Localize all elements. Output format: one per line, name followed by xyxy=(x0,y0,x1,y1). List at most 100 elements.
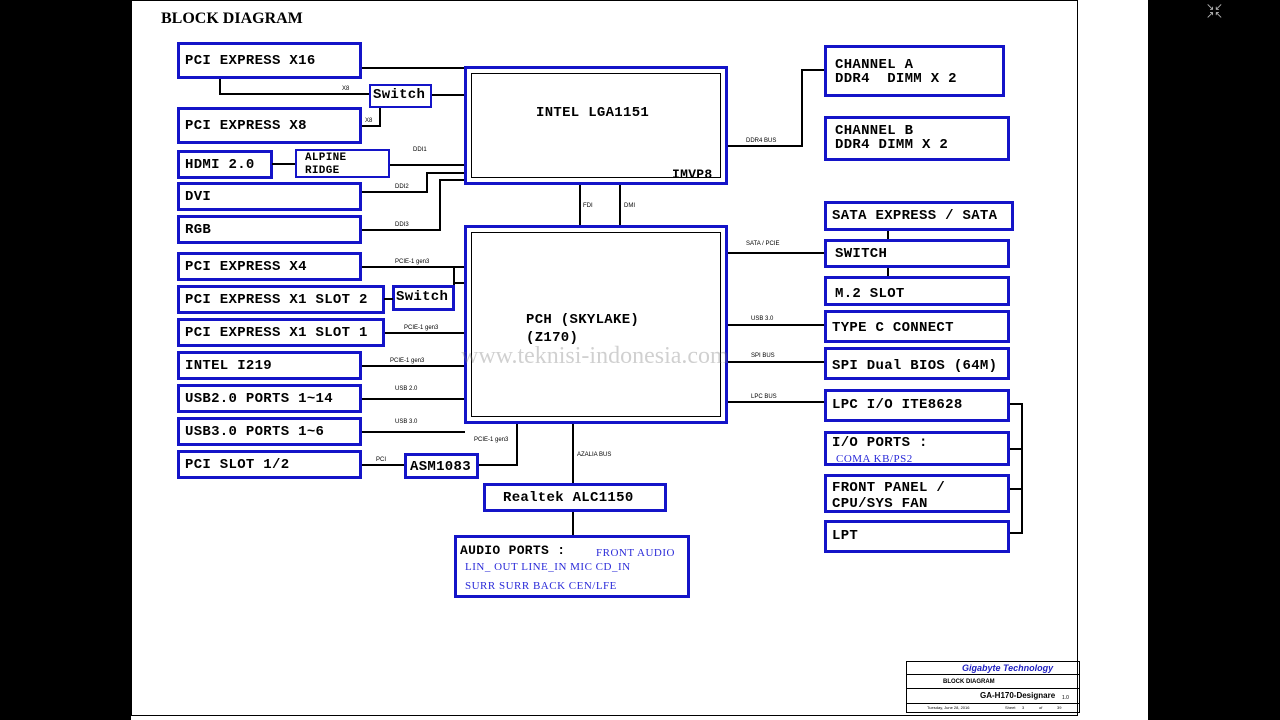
wire-audio xyxy=(572,511,574,536)
asm1083-block[interactable]: ASM1083 xyxy=(404,453,479,479)
pcie-x1-slot1-label: PCI EXPRESS X1 SLOT 1 xyxy=(185,325,368,341)
bus-label-pci: PCI xyxy=(376,457,387,463)
wire-spi xyxy=(727,361,825,363)
cpu-block[interactable]: INTEL LGA1151 IMVP8 xyxy=(464,66,728,185)
pci-slot-block[interactable]: PCI SLOT 1/2 xyxy=(177,450,362,479)
usb3-ports-block[interactable]: USB3.0 PORTS 1~6 xyxy=(177,417,362,446)
wire-ch-a xyxy=(801,69,825,71)
lpt-block[interactable]: LPT xyxy=(824,520,1010,553)
pcie-x8-block[interactable]: PCI EXPRESS X8 xyxy=(177,107,362,144)
intel-i219-label: INTEL I219 xyxy=(185,358,273,374)
wire-x16-down xyxy=(219,77,221,94)
bus-label-pcie-i219: PCIE-1 gen3 xyxy=(390,358,425,364)
sheet-date: Tuesday, June 28, 2016 xyxy=(927,705,970,710)
pch-model: (Z170) xyxy=(526,330,579,346)
spi-bios-block[interactable]: SPI Dual BIOS (64M) xyxy=(824,347,1010,380)
audio-ports-block[interactable]: AUDIO PORTS : FRONT AUDIO LIN_ OUT LINE_… xyxy=(454,535,690,598)
wire-x4 xyxy=(361,266,465,268)
wire-fp xyxy=(1009,488,1023,490)
spi-bios-label: SPI Dual BIOS (64M) xyxy=(832,358,998,374)
bus-label-ddi2: DDI2 xyxy=(395,184,409,190)
usb3-ports-label: USB3.0 PORTS 1~6 xyxy=(185,424,325,440)
bus-label-pcie-x4: PCIE-1 gen3 xyxy=(395,259,430,265)
wire-slot2-switch xyxy=(384,298,393,300)
audio-row2-label: LIN_ OUT LINE_IN MIC CD_IN xyxy=(465,561,631,573)
pch-block[interactable]: PCH (SKYLAKE) (Z170) xyxy=(464,225,728,424)
channel-b-block[interactable]: CHANNEL B DDR4 DIMM X 2 xyxy=(824,116,1010,161)
front-panel-block[interactable]: FRONT PANEL / CPU/SYS FAN xyxy=(824,474,1010,513)
revision: 1.0 xyxy=(1062,695,1069,701)
channel-b-dimm-label: DDR4 DIMM X 2 xyxy=(835,137,949,153)
wire-asm xyxy=(478,464,518,466)
wire-io xyxy=(1009,448,1023,450)
watermark: www.teknisi-indonesia.com xyxy=(461,343,729,369)
wire-sata-switch xyxy=(887,230,889,240)
bus-label-lpc: LPC BUS xyxy=(751,394,777,400)
audio-ports-heading: AUDIO PORTS : xyxy=(460,543,566,558)
bus-label-ddi3: DDI3 xyxy=(395,222,409,228)
front-panel-label: FRONT PANEL / xyxy=(832,480,946,496)
bus-label-azalia: AZALIA BUS xyxy=(577,452,612,458)
wire-hdmi-alpine xyxy=(272,163,296,165)
switch-mid-label: Switch xyxy=(396,289,449,305)
pcie-x4-block[interactable]: PCI EXPRESS X4 xyxy=(177,252,362,281)
io-ports-block[interactable]: I/O PORTS : COMA KB/PS2 xyxy=(824,431,1010,466)
wire-ddi3-cpu xyxy=(439,179,465,181)
schematic-sheet: BLOCK DIAGRAM X8 X8 DDI1 DDI2 DDI3 FDI D… xyxy=(131,0,1148,720)
lpc-io-label: LPC I/O ITE8628 xyxy=(832,397,963,413)
lpt-label: LPT xyxy=(832,528,859,544)
lpc-io-block[interactable]: LPC I/O ITE8628 xyxy=(824,389,1010,422)
fan-label: CPU/SYS FAN xyxy=(832,496,928,512)
pcie-x1-slot2-block[interactable]: PCI EXPRESS X1 SLOT 2 xyxy=(177,285,385,314)
dvi-block[interactable]: DVI xyxy=(177,182,362,211)
wire-sata xyxy=(727,252,825,254)
pcie-x4-label: PCI EXPRESS X4 xyxy=(185,259,307,275)
bus-label-spi: SPI BUS xyxy=(751,353,775,359)
rgb-block[interactable]: RGB xyxy=(177,215,362,244)
switch-top-block[interactable]: Switch xyxy=(369,84,432,108)
document-name: GA-H170-Designare xyxy=(980,691,1056,700)
realtek-codec-label: Realtek ALC1150 xyxy=(503,490,634,506)
wire-azalia xyxy=(572,423,574,483)
bus-label-usb30-right: USB 3.0 xyxy=(751,316,774,322)
m2-slot-block[interactable]: M.2 SLOT xyxy=(824,276,1010,306)
wire-switch-mid xyxy=(453,282,465,284)
pcie-x16-block[interactable]: PCI EXPRESS X16 xyxy=(177,42,362,79)
usb2-ports-block[interactable]: USB2.0 PORTS 1~14 xyxy=(177,384,362,413)
fullscreen-exit-icon[interactable]: ↘↙↗↖ xyxy=(1206,2,1223,21)
type-c-block[interactable]: TYPE C CONNECT xyxy=(824,310,1010,343)
pch-name: PCH (SKYLAKE) xyxy=(526,312,640,328)
wire-ddi2 xyxy=(361,191,427,193)
pcie-x1-slot1-block[interactable]: PCI EXPRESS X1 SLOT 1 xyxy=(177,318,385,347)
bus-label-pcie-asm: PCIE-1 gen3 xyxy=(474,437,509,443)
alpine-ridge-block[interactable]: ALPINE RIDGE xyxy=(295,149,390,178)
channel-a-label: CHANNEL A xyxy=(835,57,914,73)
wire-ddi2-up xyxy=(426,172,428,193)
pcie-x8-label: PCI EXPRESS X8 xyxy=(185,118,307,134)
bus-label-x8: X8 xyxy=(365,118,373,124)
bus-label-usb20: USB 2.0 xyxy=(395,386,418,392)
sheet-number: 3 xyxy=(1022,705,1025,710)
usb2-ports-label: USB2.0 PORTS 1~14 xyxy=(185,391,333,407)
bus-label-ddi1: DDI1 xyxy=(413,147,427,153)
switch-mid-block[interactable]: Switch xyxy=(392,285,455,311)
channel-a-block[interactable]: CHANNEL A DDR4 DIMM X 2 xyxy=(824,45,1005,97)
sheet-of: of xyxy=(1039,705,1043,710)
bus-label-usb30-left: USB 3.0 xyxy=(395,419,418,425)
wire-switch-cpu xyxy=(431,94,465,96)
hdmi-block[interactable]: HDMI 2.0 xyxy=(177,150,273,179)
wire-ddi3 xyxy=(361,229,441,231)
pci-slot-label: PCI SLOT 1/2 xyxy=(185,457,290,473)
wire-ddr4-v xyxy=(801,69,803,147)
realtek-codec-block[interactable]: Realtek ALC1150 xyxy=(483,483,667,512)
sata-switch-block[interactable]: SWITCH xyxy=(824,239,1010,268)
wire-usb30 xyxy=(727,324,825,326)
intel-i219-block[interactable]: INTEL I219 xyxy=(177,351,362,380)
wire-pci xyxy=(361,464,405,466)
sata-block[interactable]: SATA EXPRESS / SATA xyxy=(824,201,1014,231)
pcie-x1-slot2-label: PCI EXPRESS X1 SLOT 2 xyxy=(185,292,368,308)
wire-switch-m2 xyxy=(887,266,889,277)
wire-usb3 xyxy=(361,431,465,433)
wire-x8 xyxy=(361,125,381,127)
dvi-label: DVI xyxy=(185,189,212,205)
